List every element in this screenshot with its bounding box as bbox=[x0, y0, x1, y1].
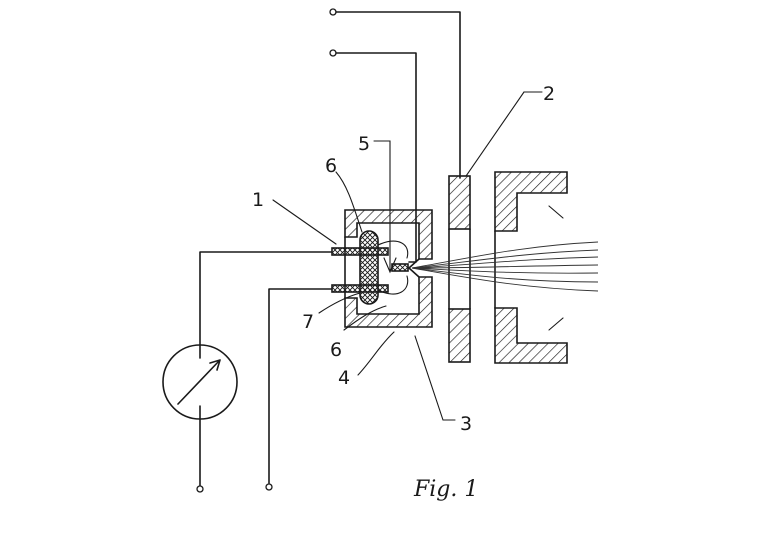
ion-beam bbox=[411, 241, 599, 292]
label-4: 4 bbox=[338, 367, 350, 389]
label-6-lower: 6 bbox=[330, 339, 342, 361]
terminal-top-inner bbox=[329, 49, 337, 57]
reference-labels: 1 2 3 4 5 6 6 7 bbox=[252, 83, 555, 435]
housing-lower-wall bbox=[494, 307, 568, 364]
label-6-upper: 6 bbox=[325, 155, 337, 177]
housing-upper-wall bbox=[494, 171, 568, 232]
meter-needle-icon bbox=[177, 360, 220, 405]
figure-caption: Fig. 1 bbox=[413, 477, 478, 502]
emitter-tip bbox=[391, 263, 409, 272]
electrode-upper-part bbox=[448, 175, 471, 230]
meter-gauge bbox=[162, 344, 238, 420]
terminal-top-outer bbox=[329, 8, 337, 16]
meter-circuit bbox=[162, 251, 333, 493]
label-1: 1 bbox=[252, 189, 264, 211]
extraction-electrode bbox=[448, 175, 471, 363]
upper-wiring bbox=[329, 8, 461, 263]
upper-pin bbox=[331, 247, 389, 256]
filament-assembly bbox=[331, 230, 409, 305]
label-7: 7 bbox=[302, 311, 314, 333]
label-5: 5 bbox=[358, 133, 370, 155]
label-3: 3 bbox=[460, 413, 472, 435]
leader-lines bbox=[272, 91, 543, 421]
filament-body bbox=[359, 230, 379, 305]
lens-housing bbox=[494, 171, 568, 364]
electrode-lower-part bbox=[448, 308, 471, 363]
terminal-bottom-left bbox=[196, 485, 204, 493]
terminal-bottom-right bbox=[265, 483, 273, 491]
label-2: 2 bbox=[543, 83, 555, 105]
enclosure-upper-wall bbox=[344, 209, 433, 260]
